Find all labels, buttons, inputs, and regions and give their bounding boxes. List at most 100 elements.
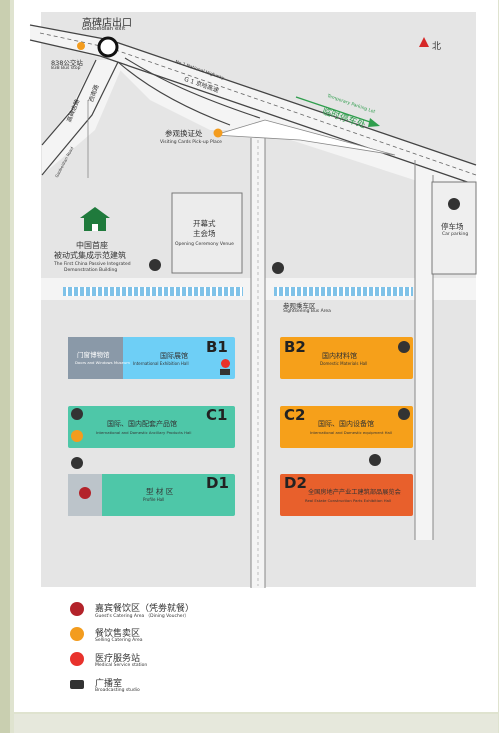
- house-door: [92, 224, 98, 231]
- sightseeing-tick: [295, 287, 297, 296]
- guest-catering-icon: [369, 454, 381, 466]
- temp-parking-arrowhead: [368, 118, 380, 127]
- sightseeing-tick: [168, 287, 170, 296]
- right-road-surface: [415, 160, 433, 540]
- hall-d2-name-en: Real Estate Construction Parts Exhibitio…: [305, 498, 392, 503]
- bus-stop-marker: [77, 42, 85, 50]
- left-margin-strip: [0, 0, 10, 733]
- sightseeing-tick: [192, 287, 194, 296]
- car-parking-lot: [431, 181, 477, 275]
- sightseeing-tick: [174, 287, 176, 296]
- legend-item-label: 餐饮售卖区: [95, 629, 141, 639]
- hall-d2: [280, 474, 413, 516]
- guest-catering-icon: [398, 341, 410, 353]
- exit-name-cn: 高碑店出口: [82, 18, 132, 29]
- sightseeing-tick: [379, 287, 381, 296]
- sightseeing-tick: [102, 287, 104, 296]
- selling-catering-icon: [70, 627, 84, 641]
- sightseeing-tick: [186, 287, 188, 296]
- plaza-area: [214, 119, 396, 156]
- legend-item-sublabel: Guest's Catering Area （Dining Voucher）: [95, 614, 189, 619]
- bus-stop-name-cn: 838公交站: [51, 59, 83, 67]
- guest-catering-icon: [149, 259, 161, 271]
- temp-parking-arrow: [295, 96, 377, 125]
- sightseeing-tick: [307, 287, 309, 296]
- hall-c1: [68, 406, 235, 448]
- hall-c1-name-cn: 国际、国内配套产品馆: [107, 420, 177, 428]
- sightseeing-tick: [222, 287, 224, 296]
- guest-catering-icon: [70, 602, 84, 616]
- selling-catering-icon: [71, 430, 83, 442]
- sightseeing-tick: [198, 287, 200, 296]
- sightseeing-tick: [319, 287, 321, 296]
- sightseeing-tick: [240, 287, 242, 296]
- sightseeing-tick: [216, 287, 218, 296]
- sightseeing-tick: [228, 287, 230, 296]
- hall-b2-name-cn: 国内材料馆: [322, 352, 357, 360]
- exit-marker: [97, 36, 119, 58]
- hall-c2-name-cn: 国际、国内设备馆: [318, 420, 374, 428]
- hall-c2-name-en: International and Domestic equipment Hal…: [310, 430, 392, 435]
- sightseeing-tick: [331, 287, 333, 296]
- bottom-band: [14, 714, 498, 733]
- sightseeing-tick: [343, 287, 345, 296]
- hall-c2: [280, 406, 413, 448]
- card-pickup-name-cn: 参观换证处: [165, 129, 203, 138]
- highway-edge-south: [29, 39, 477, 186]
- hall-b1-sub-en-1: Doors and Windows Museum: [75, 360, 130, 365]
- sightseeing-tick: [210, 287, 212, 296]
- opening-venue-cn-2: 主会场: [193, 229, 216, 238]
- sightseeing-tick: [114, 287, 116, 296]
- sightseeing-tick: [78, 287, 80, 296]
- hall-d1-name-cn: 型 材 区: [146, 487, 174, 496]
- sightseeing-tick: [277, 287, 279, 296]
- sightseeing-tick: [144, 287, 146, 296]
- hall-b1-museum: [68, 337, 123, 379]
- card-pickup-marker: [213, 128, 223, 138]
- sightseeing-tick: [349, 287, 351, 296]
- sightseeing-tick: [283, 287, 285, 296]
- sightseeing-tick: [289, 287, 291, 296]
- sightseeing-tick: [84, 287, 86, 296]
- passive-building-en-1: The First China Passive Integrated: [54, 262, 131, 267]
- guest-catering-icon: [448, 198, 460, 210]
- legend-item-sublabel: Selling Catering Area: [95, 638, 143, 643]
- passive-building-en-2: Demonstration Building: [64, 268, 118, 273]
- car-parking-cn: 停车场: [441, 222, 464, 231]
- house-icon: [80, 207, 110, 231]
- opening-venue-building: [171, 192, 243, 274]
- side-road-edge-a: [41, 59, 97, 146]
- guest-catering-icon: [71, 408, 83, 420]
- legend-item-sublabel: Medical Service station: [95, 663, 148, 668]
- sightseeing-ticks: [66, 287, 411, 296]
- sightseeing-tick: [66, 287, 68, 296]
- opening-venue-cn-1: 开幕式: [193, 219, 216, 228]
- sightseeing-tick: [90, 287, 92, 296]
- sightseeing-tick: [132, 287, 134, 296]
- sightseeing-en: Sightseeing Bus Area: [283, 309, 331, 314]
- guest-catering-icon: [398, 408, 410, 420]
- sightseeing-tick: [409, 287, 411, 296]
- sightseeing-tick: [373, 287, 375, 296]
- sightseeing-tick: [397, 287, 399, 296]
- guest-catering-icon: [272, 262, 284, 274]
- hall-d1-code: D1: [206, 474, 229, 492]
- ramp-curve-2: [124, 57, 261, 119]
- sightseeing-tick: [150, 287, 152, 296]
- sightseeing-tick: [355, 287, 357, 296]
- ramp-curve: [117, 61, 231, 126]
- card-pickup-name-en: Visiting Cards Pick-up Place: [160, 140, 222, 145]
- sightseeing-tick: [120, 287, 122, 296]
- hall-d2-code: D2: [284, 474, 307, 492]
- sightseeing-tick: [391, 287, 393, 296]
- hall-c2-code: C2: [284, 406, 306, 424]
- hall-d2-name-cn: 全国房地产产业工建筑部品展览会: [308, 489, 401, 496]
- broadcast-icon: [70, 680, 84, 689]
- sightseeing-tick: [234, 287, 236, 296]
- hall-b2: [280, 337, 413, 379]
- medical-icon: [70, 652, 84, 666]
- legend-item-label: 医疗服务站: [95, 654, 141, 664]
- broadcast-icon: [220, 369, 230, 375]
- north-label: 北: [432, 42, 442, 52]
